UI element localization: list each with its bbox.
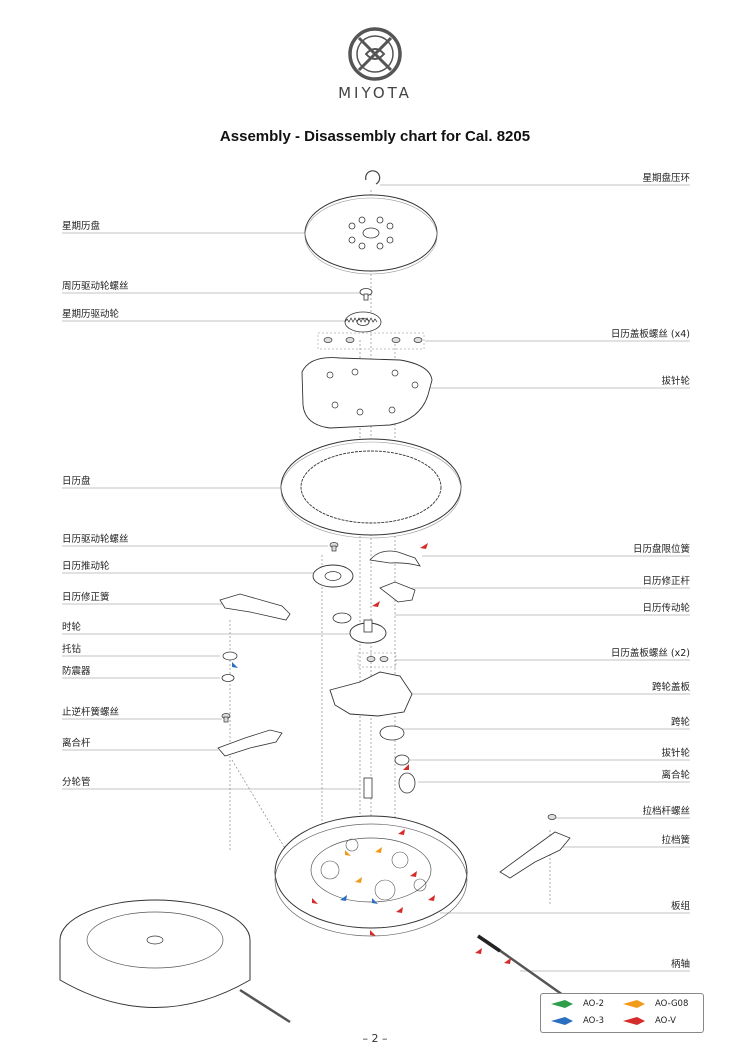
label-date-transmission-wheel: 日历传动轮: [642, 603, 690, 614]
label-clutch-wheel: 离合轮: [661, 770, 690, 781]
label-week-driving-wheel: 星期历驱动轮: [62, 309, 120, 320]
legend-label-ao2: AO-2: [583, 999, 605, 1009]
label-setting-lever-screw: 拉档杆螺丝: [642, 806, 690, 817]
label-setting-wheel-2: 拔针轮: [661, 748, 690, 759]
page-number: – 2 –: [362, 1032, 388, 1045]
label-week-disc-ring: 星期盘压环: [642, 173, 690, 184]
legend-label-aov: AO-V: [655, 1016, 676, 1026]
lubricant-legend: AO-2 AO-G08 AO-3 AO-V: [540, 993, 704, 1033]
legend-swatches: [551, 1000, 645, 1025]
label-setting-lever-spring: 拉档簧: [661, 835, 690, 846]
label-train-bridge: 跨轮盖板: [651, 682, 690, 693]
label-date-corrector-spring: 日历修正簧: [62, 592, 110, 603]
legend-swatch-ao3: [551, 1017, 573, 1025]
legend-swatch-ao2: [551, 1000, 573, 1008]
label-calendar-cover-screws-4: 日历盖板螺丝 (x4): [610, 329, 690, 340]
label-yoke: 离合杆: [62, 738, 91, 749]
label-week-disc: 星期历盘: [62, 221, 101, 232]
label-hour-wheel: 时轮: [62, 622, 82, 633]
label-transmission-wheel: 跨轮: [670, 717, 690, 728]
legend-swatch-aov: [623, 1017, 645, 1025]
legend-label-ao3: AO-3: [583, 1016, 605, 1026]
legend-label-aog08: AO-G08: [655, 999, 689, 1009]
label-calendar-cover-screws-2: 日历盖板螺丝 (x2): [610, 648, 690, 659]
label-main-plate-assembly: 板组: [670, 901, 690, 912]
label-date-driving-wheel: 日历推动轮: [62, 561, 110, 572]
label-winding-stem: 柄轴: [670, 959, 690, 970]
label-cannon-pinion: 分轮管: [62, 777, 91, 788]
legend-swatch-aog08: [623, 1000, 645, 1008]
label-date-jumper: 日历盘限位簧: [632, 544, 690, 555]
label-week-driving-wheel-screw: 周历驱动轮螺丝: [62, 281, 129, 292]
label-click-spring-screw: 止逆杆簧螺丝: [62, 707, 120, 718]
label-date-disc: 日历盘: [62, 476, 91, 487]
miyota-logo: [348, 27, 402, 81]
label-jewel: 托钻: [62, 644, 82, 655]
label-shock-absorber: 防震器: [62, 666, 91, 677]
label-setting-wheel-1: 拔针轮: [661, 376, 690, 387]
brand-wordmark: MIYOTA: [338, 84, 412, 102]
label-date-corrector-lever: 日历修正杆: [642, 576, 690, 587]
label-date-driving-wheel-screw: 日历驱动轮螺丝: [62, 534, 129, 545]
page-title: Assembly - Disassembly chart for Cal. 82…: [219, 128, 531, 145]
